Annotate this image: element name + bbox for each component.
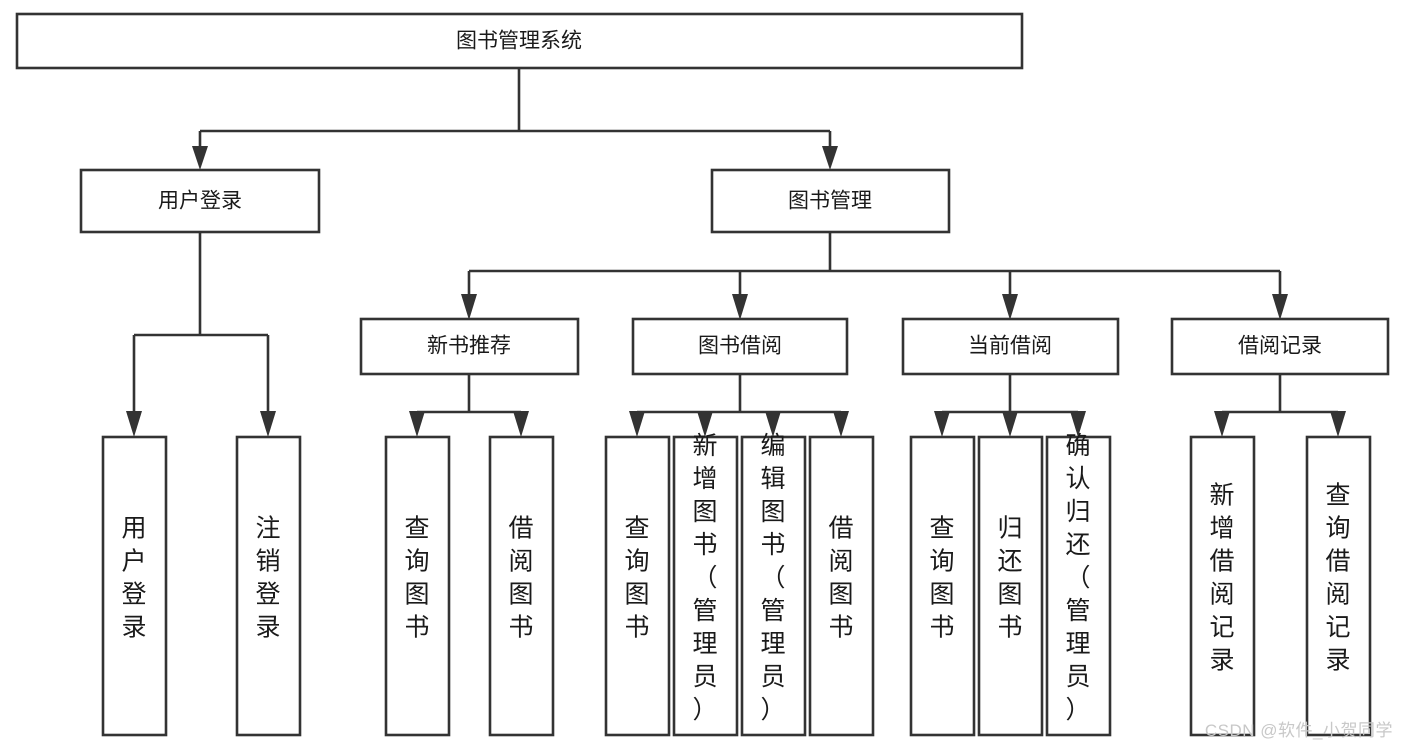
node-leaf-edit-book-label: 编辑图书（管理员） [760,432,785,724]
connector-root-to-level1 [198,68,832,158]
node-leaf-edit-book[interactable]: 编辑图书（管理员） [740,432,807,737]
arrow-head-leaf-query-book-1 [409,411,425,437]
connector-book-borrow-to-leaves [635,374,843,416]
node-leaf-query-book-3-box[interactable] [909,435,976,737]
node-user-login[interactable]: 用户登录 [79,168,321,234]
connector-book-manage-to-level2 [467,232,1282,296]
node-leaf-query-book-2[interactable]: 查询图书 [604,435,671,737]
node-book-borrow[interactable]: 图书借阅 [631,317,849,376]
node-leaf-confirm-return-label: 确认归还（管理员） [1065,432,1090,724]
node-root-label: 图书管理系统 [456,30,582,53]
node-leaf-query-record[interactable]: 查询借阅记录 [1305,435,1372,737]
connector-user-login-to-leaves [132,232,270,412]
arrow-head-leaf-borrow-book-2 [833,411,849,437]
node-root-box[interactable] [15,12,1024,70]
connector-group-book-borrow [629,374,849,437]
node-new-book-recommend-label: 新书推荐 [427,335,511,358]
arrow-head-leaf-add-record [1214,411,1230,437]
connector-new-book-recommend-to-leaves [415,374,523,416]
node-book-manage-label: 图书管理 [788,190,872,213]
node-leaf-query-book-1[interactable]: 查询图书 [384,435,451,737]
arrow-head-leaf-return-book [1002,411,1018,437]
connector-borrow-record-to-leaves [1220,374,1340,416]
node-leaf-user-login[interactable]: 用户登录 [101,435,168,737]
arrow-head-new-book-recommend [461,294,477,320]
node-leaf-borrow-book-2-label: 借阅图书 [828,515,853,642]
node-leaf-return-book-label: 归还图书 [997,515,1022,642]
node-user-login-box[interactable] [79,168,321,234]
connector-group-book-manage [461,232,1288,320]
node-leaf-borrow-book-2[interactable]: 借阅图书 [808,435,875,737]
arrow-head-leaf-borrow-book-1 [513,411,529,437]
arrow-head-leaf-query-book-2 [629,411,645,437]
node-leaf-user-logout[interactable]: 注销登录 [235,435,302,737]
node-borrow-record-label: 借阅记录 [1238,335,1322,358]
arrow-head-book-manage [822,146,838,170]
node-current-borrow-box[interactable] [901,317,1120,376]
arrow-head-leaf-confirm-return [1070,411,1086,437]
node-leaf-add-record[interactable]: 新增借阅记录 [1189,435,1256,737]
connector-group-borrow-record [1214,374,1346,437]
node-borrow-record[interactable]: 借阅记录 [1170,317,1390,376]
node-root[interactable]: 图书管理系统 [15,12,1024,70]
connector-group-new-book-recommend [409,374,529,437]
node-leaf-add-record-box[interactable] [1189,435,1256,737]
arrow-head-leaf-add-book [697,411,713,437]
node-book-borrow-box[interactable] [631,317,849,376]
node-leaf-query-book-1-label: 查询图书 [404,515,429,642]
arrow-head-book-borrow [732,294,748,320]
node-leaf-user-logout-label: 注销登录 [255,515,280,642]
arrow-head-user-login [192,146,208,170]
node-leaf-return-book[interactable]: 归还图书 [977,435,1044,737]
node-leaf-add-book-label: 新增图书（管理员） [692,432,717,724]
node-leaf-add-record-label: 新增借阅记录 [1209,482,1234,675]
node-new-book-recommend-box[interactable] [359,317,580,376]
arrow-head-leaf-user-login [126,411,142,437]
node-book-manage-box[interactable] [710,168,951,234]
node-leaf-query-record-box[interactable] [1305,435,1372,737]
node-leaf-borrow-book-2-box[interactable] [808,435,875,737]
node-leaf-add-book[interactable]: 新增图书（管理员） [672,432,739,737]
csdn-watermark: CSDN @软件_小贺同学 [1204,721,1393,740]
node-leaf-borrow-book-1[interactable]: 借阅图书 [488,435,555,737]
arrow-head-leaf-user-logout [260,411,276,437]
arrow-head-leaf-query-book-3 [934,411,950,437]
node-leaf-query-book-2-label: 查询图书 [624,515,649,642]
node-leaf-confirm-return[interactable]: 确认归还（管理员） [1045,432,1112,737]
node-leaf-query-book-1-box[interactable] [384,435,451,737]
node-leaf-borrow-book-1-label: 借阅图书 [508,515,533,642]
node-leaf-borrow-book-1-box[interactable] [488,435,555,737]
node-borrow-record-box[interactable] [1170,317,1390,376]
node-new-book-recommend[interactable]: 新书推荐 [359,317,580,376]
node-current-borrow[interactable]: 当前借阅 [901,317,1120,376]
node-leaf-user-login-label: 用户登录 [121,515,146,642]
node-current-borrow-label: 当前借阅 [968,335,1052,358]
node-leaf-user-logout-box[interactable] [235,435,302,737]
node-leaf-edit-book-box[interactable] [740,435,807,737]
node-leaf-add-book-box[interactable] [672,435,739,737]
node-leaf-query-record-label: 查询借阅记录 [1325,482,1350,675]
node-leaf-return-book-box[interactable] [977,435,1044,737]
node-leaf-query-book-3[interactable]: 查询图书 [909,435,976,737]
connector-group-root [192,68,838,170]
node-book-manage[interactable]: 图书管理 [710,168,951,234]
connector-group-user-login [126,232,276,437]
arrow-head-leaf-query-record [1330,411,1346,437]
node-leaf-query-book-3-label: 查询图书 [929,515,954,642]
arrow-head-borrow-record [1272,294,1288,320]
node-leaf-confirm-return-box[interactable] [1045,435,1112,737]
connector-group-current-borrow [934,374,1086,437]
arrow-head-leaf-edit-book [765,411,781,437]
connector-current-borrow-to-leaves [940,374,1080,416]
node-leaf-query-book-2-box[interactable] [604,435,671,737]
node-book-borrow-label: 图书借阅 [698,335,782,358]
arrow-head-current-borrow [1002,294,1018,320]
node-user-login-label: 用户登录 [158,190,242,213]
node-leaf-user-login-box[interactable] [101,435,168,737]
